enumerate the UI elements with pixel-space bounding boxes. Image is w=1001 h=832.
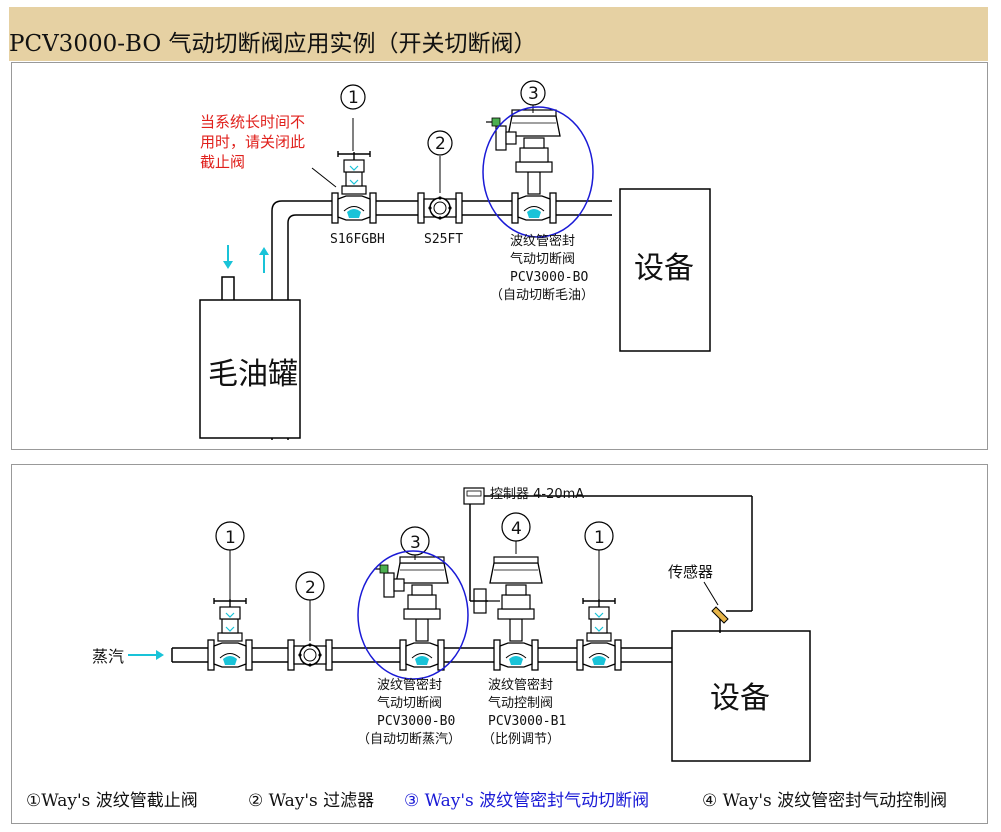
valve4-desc-line3: PCV3000-B1 (488, 714, 566, 729)
strainer-2-bottom (287, 639, 333, 671)
callout-3-number: 3 (528, 84, 539, 104)
callout-1a (215, 521, 245, 551)
bottom-diagram: 蒸汽 设备 1 2 3 4 1 (92, 487, 811, 762)
callout-3 (520, 80, 546, 106)
oil-tank (199, 299, 301, 439)
pneumatic-shutoff-valve-3 (485, 109, 561, 224)
strainer-2 (417, 192, 463, 224)
legend-item-4: ④ Way's 波纹管密封气动控制阀 (702, 791, 948, 811)
callout-2 (427, 130, 453, 156)
globe-valve-1a (207, 597, 253, 671)
callout-1-number: 1 (348, 88, 359, 108)
legend-item-3: ③ Way's 波纹管密封气动切断阀 (404, 791, 650, 811)
valve1-model: S16FGBH (330, 232, 385, 247)
callout-4-number: 4 (511, 519, 522, 539)
highlight-circle (482, 106, 594, 238)
top-diagram: 毛油罐 设备 1 S16FGBH 2 S25FT 3 波纹管密封 气动切断阀 P… (199, 80, 711, 440)
page-title: PCV3000-BO 气动切断阀应用实例（开关切断阀） (9, 31, 537, 57)
bottom-diagram-panel: 蒸汽 设备 1 2 3 4 1 (11, 464, 988, 824)
pneumatic-shutoff-valve-3-bottom (373, 556, 449, 671)
valve4-desc-line4: （比例调节） (482, 732, 560, 747)
callout-3-bottom (400, 526, 430, 556)
valve3-desc-line4: （自动切断毛油） (490, 288, 594, 303)
steam-label: 蒸汽 (92, 647, 124, 666)
tank-label: 毛油罐 (208, 357, 298, 392)
note-line2: 用时，请关闭此 (200, 133, 305, 151)
highlight-circle-bottom (357, 550, 469, 680)
note-line3: 截止阀 (200, 153, 245, 171)
valve3-bottom-desc-line2: 气动切断阀 (377, 695, 442, 711)
callout-2-number: 2 (435, 134, 446, 154)
globe-valve-1b (576, 597, 622, 671)
callout-2-bottom-number: 2 (305, 578, 316, 598)
pneumatic-control-valve-4 (473, 556, 543, 671)
callout-2-bottom (295, 571, 325, 601)
sensor (711, 606, 729, 633)
callout-1b (584, 521, 614, 551)
valve3-desc-line2: 气动切断阀 (510, 251, 575, 267)
globe-valve-1 (331, 150, 377, 224)
note-line1: 当系统长时间不 (200, 113, 305, 131)
valve4-desc-line2: 气动控制阀 (488, 695, 553, 711)
equipment-label-bottom: 设备 (710, 681, 770, 716)
legend-item-1: ①Way's 波纹管截止阀 (26, 791, 198, 811)
valve3-bottom-desc-line3: PCV3000-B0 (377, 714, 455, 729)
callout-4 (501, 512, 531, 542)
filter-model: S25FT (424, 232, 463, 247)
equipment-label: 设备 (634, 251, 694, 286)
legend-item-2: ② Way's 过滤器 (248, 791, 375, 811)
controller-label: 控制器 4-20mA (490, 487, 584, 502)
top-diagram-panel: 毛油罐 设备 1 S16FGBH 2 S25FT 3 波纹管密封 气动切断阀 P… (11, 62, 988, 450)
equipment-box (619, 188, 711, 352)
callout-1b-number: 1 (594, 528, 605, 548)
valve3-bottom-desc-line4: （自动切断蒸汽） (357, 732, 461, 747)
valve3-desc-line1: 波纹管密封 (510, 233, 575, 249)
callout-1a-number: 1 (225, 528, 236, 548)
callout-1 (340, 84, 366, 110)
equipment-box-bottom (671, 630, 811, 762)
title-bar (9, 7, 988, 61)
valve3-desc-line3: PCV3000-BO (510, 270, 588, 285)
sensor-label: 传感器 (668, 563, 713, 581)
valve4-desc-line1: 波纹管密封 (488, 677, 553, 693)
valve3-bottom-desc-line1: 波纹管密封 (377, 677, 442, 693)
callout-3-bottom-number: 3 (410, 533, 421, 553)
